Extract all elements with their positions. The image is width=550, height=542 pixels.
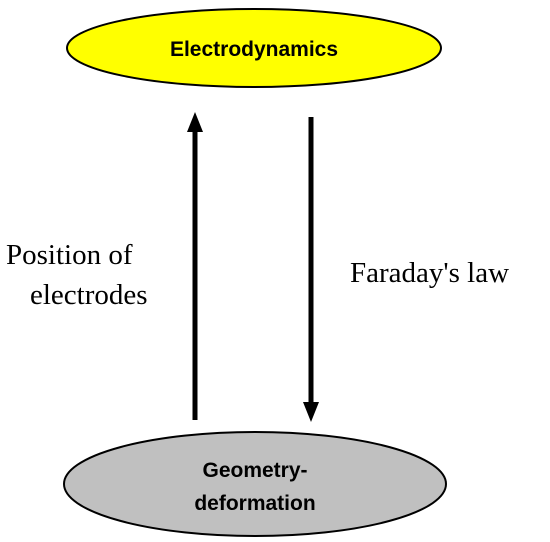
geometry-deformation-node: Geometry- deformation — [63, 431, 447, 537]
faradays-law-arrow — [303, 117, 319, 422]
position-of-electrodes-arrow — [187, 112, 203, 420]
position-of-electrodes-label-line2: electrodes — [30, 279, 148, 311]
down-arrow-head — [303, 402, 319, 422]
geometry-deformation-label-line1: Geometry- — [202, 459, 307, 482]
up-arrow-head — [187, 112, 203, 132]
electrodynamics-label: Electrodynamics — [170, 38, 338, 61]
faradays-law-label: Faraday's law — [350, 257, 509, 289]
electrodynamics-ellipse — [66, 8, 442, 88]
electrodynamics-node: Electrodynamics — [66, 8, 442, 88]
position-of-electrodes-label-line1: Position of — [6, 239, 133, 271]
geometry-deformation-label-line2: deformation — [194, 492, 315, 515]
geometry-deformation-ellipse — [63, 431, 447, 537]
